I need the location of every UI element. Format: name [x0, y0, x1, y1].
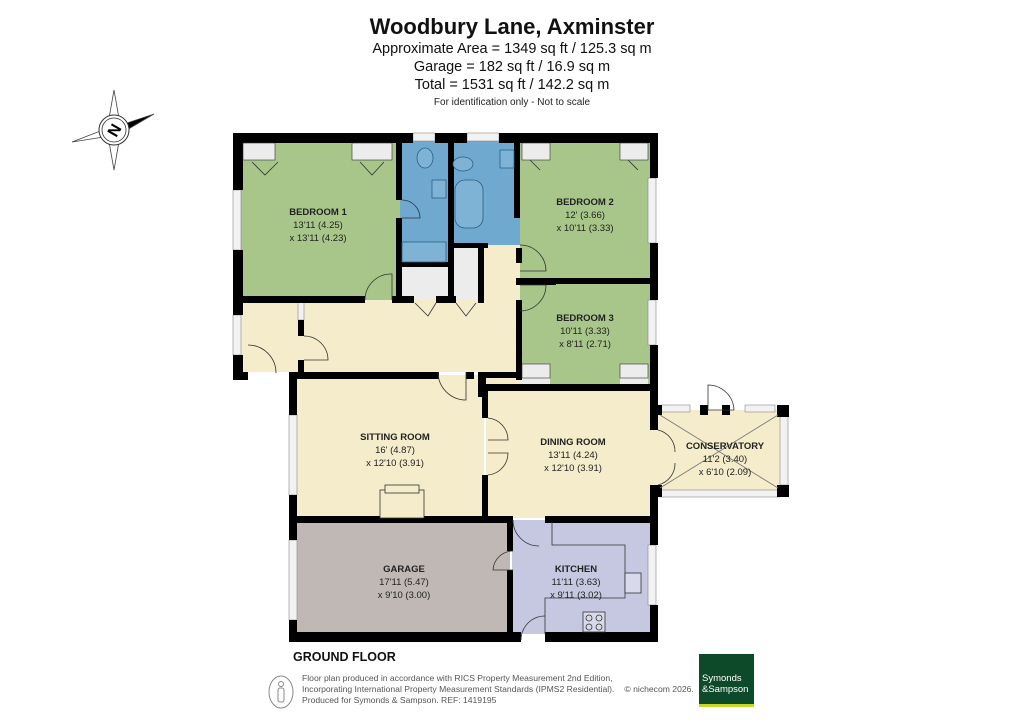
svg-text:11'11 (3.63): 11'11 (3.63)	[552, 577, 601, 588]
bedroom-1-area	[240, 140, 400, 300]
approximate-area: Approximate Area = 1349 sq ft / 125.3 sq…	[372, 41, 652, 57]
svg-text:CONSERVATORY: CONSERVATORY	[686, 441, 765, 452]
logo-line-2: &Sampson	[702, 683, 749, 695]
hallway-area	[240, 245, 520, 378]
room-bedroom-3: BEDROOM 3 10'11 (3.33) x 8'11 (2.71)	[556, 313, 614, 350]
svg-text:x 9'11 (3.02): x 9'11 (3.02)	[550, 590, 602, 601]
property-title: Woodbury Lane, Axminster	[369, 14, 655, 39]
svg-text:x 9'10 (3.00): x 9'10 (3.00)	[378, 590, 431, 601]
room-bedroom-1: BEDROOM 1 13'11 (4.25) x 13'11 (4.23)	[289, 207, 347, 244]
dining-room-area	[486, 390, 652, 518]
floor-label: GROUND FLOOR	[293, 650, 396, 664]
svg-text:x 12'10 (3.91): x 12'10 (3.91)	[544, 463, 602, 474]
agent-logo: Symonds &Sampson	[699, 654, 754, 707]
cupboard-2	[452, 245, 482, 300]
svg-text:x 10'11 (3.33): x 10'11 (3.33)	[556, 223, 613, 234]
svg-text:BEDROOM 1: BEDROOM 1	[289, 207, 347, 218]
svg-text:11'2 (3.40): 11'2 (3.40)	[703, 454, 747, 465]
svg-text:BEDROOM 3: BEDROOM 3	[556, 313, 614, 324]
footer-line-3: Produced for Symonds & Sampson. REF: 141…	[302, 695, 497, 705]
room-garage: GARAGE 17'11 (5.47) x 9'10 (3.00)	[378, 564, 431, 601]
footer-line-2: Incorporating International Property Mea…	[302, 684, 694, 694]
svg-text:BEDROOM 2: BEDROOM 2	[556, 197, 614, 208]
svg-text:12' (3.66): 12' (3.66)	[565, 210, 605, 221]
svg-text:KITCHEN: KITCHEN	[555, 564, 597, 575]
scale-disclaimer: For identification only - Not to scale	[433, 97, 591, 108]
room-dining-room: DINING ROOM 13'11 (4.24) x 12'10 (3.91)	[540, 437, 606, 474]
svg-text:x 8'11 (2.71): x 8'11 (2.71)	[559, 339, 611, 350]
svg-text:16' (4.87): 16' (4.87)	[375, 445, 415, 456]
logo-line-1: Symonds	[702, 673, 742, 684]
room-conservatory: CONSERVATORY 11'2 (3.40) x 6'10 (2.09)	[686, 441, 765, 478]
copyright: © nichecom 2026.	[624, 684, 694, 694]
svg-text:x 13'11 (4.23): x 13'11 (4.23)	[289, 233, 346, 244]
room-kitchen: KITCHEN 11'11 (3.63) x 9'11 (3.02)	[550, 564, 602, 601]
footer-notes: Floor plan produced in accordance with R…	[302, 673, 694, 706]
svg-text:x 12'10 (3.91): x 12'10 (3.91)	[366, 458, 424, 469]
total-area: Total = 1531 sq ft / 142.2 sq m	[414, 77, 610, 93]
garage-area: Garage = 182 sq ft / 16.9 sq m	[413, 59, 611, 75]
svg-text:10'11 (3.33): 10'11 (3.33)	[560, 326, 610, 337]
svg-text:13'11 (4.24): 13'11 (4.24)	[548, 450, 598, 461]
room-bedroom-2: BEDROOM 2 12' (3.66) x 10'11 (3.33)	[556, 197, 614, 234]
svg-text:17'11 (5.47): 17'11 (5.47)	[379, 577, 429, 588]
svg-text:GARAGE: GARAGE	[383, 564, 425, 575]
svg-text:x 6'10 (2.09): x 6'10 (2.09)	[699, 467, 752, 478]
svg-text:SITTING ROOM: SITTING ROOM	[360, 432, 430, 443]
room-sitting-room: SITTING ROOM 16' (4.87) x 12'10 (3.91)	[360, 432, 430, 469]
footer-line-1: Floor plan produced in accordance with R…	[302, 673, 613, 683]
svg-text:DINING ROOM: DINING ROOM	[540, 437, 606, 448]
compass-north-icon: N	[71, 89, 155, 171]
svg-text:13'11 (4.25): 13'11 (4.25)	[293, 220, 343, 231]
person-scale-icon	[268, 675, 294, 709]
cupboard-1	[402, 265, 450, 300]
plan-header: Woodbury Lane, Axminster Approximate Are…	[0, 14, 1024, 108]
garage-area	[296, 522, 510, 634]
